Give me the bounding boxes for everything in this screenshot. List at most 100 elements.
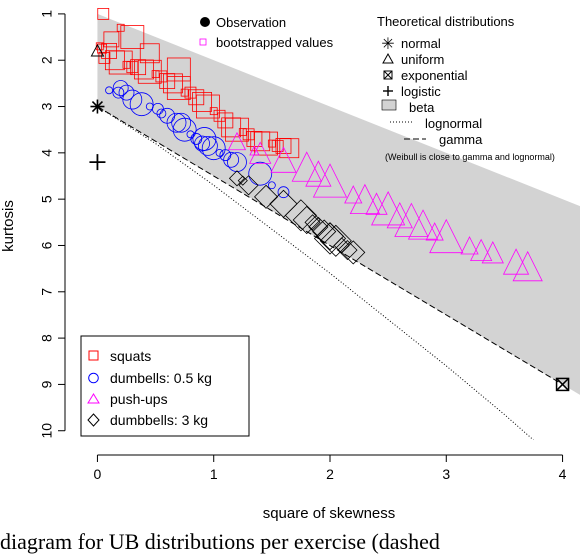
squats-bootstrap-point: [225, 117, 249, 142]
dumbells-0-5-kg-bootstrap-point: [277, 186, 290, 199]
push-ups-bootstrap-point: [291, 151, 322, 182]
x-tick-label: 3: [442, 466, 450, 482]
lognormal-legend-label: lognormal: [425, 116, 482, 131]
dumbbells-3-kg-bootstrap-point: [304, 214, 321, 231]
dumbbells-3-kg-bootstrap-point: [292, 205, 321, 235]
push-ups-bootstrap-point: [270, 146, 297, 173]
push-ups-bootstrap-point: [407, 209, 439, 240]
squats-bootstrap-point: [242, 128, 255, 141]
theory-legend: Observation bootstrapped values Theoreti…: [199, 14, 555, 162]
x-tick-label: 0: [94, 466, 102, 482]
push-ups-bootstrap-point: [460, 236, 479, 255]
squats-bootstrap-point: [155, 70, 168, 83]
exponential-point: [555, 377, 570, 392]
squats-bootstrap-point: [166, 76, 191, 100]
dumbbells-3-kg-bootstrap-point: [284, 199, 317, 232]
y-tick-label: 5: [39, 195, 55, 203]
push-ups-bootstrap-point: [425, 222, 444, 241]
dumbells-0-5-kg-bootstrap-point: [248, 161, 273, 186]
push-ups-bootstrap-point: [344, 185, 363, 204]
dumbells-0-5-kg-bootstrap-point: [201, 136, 226, 161]
observation-legend-marker: [200, 17, 210, 27]
reference-lines-layer: [97, 106, 563, 440]
dumbells-legend-label: dumbells: 0.5 kg: [110, 370, 212, 386]
squats-legend-label: squats: [110, 348, 151, 364]
dumbbells-3-kg-bootstrap-point: [308, 216, 329, 238]
y-tick-label: 7: [39, 288, 55, 296]
push-ups-bootstrap-point: [429, 218, 464, 254]
squats-legend-marker: [88, 350, 99, 361]
dumbells-0-5-kg-bootstrap-point: [267, 181, 276, 190]
gamma-line: [97, 106, 563, 385]
push-ups-observation-point: [249, 145, 260, 156]
dumbells-0-5-kg-bootstrap-point: [172, 117, 197, 142]
squats-bootstrap-point: [166, 57, 191, 82]
dumbbells-3-kg-bootstrap-point: [319, 224, 352, 257]
y-tick-label: 1: [39, 10, 55, 18]
gamma-legend-label: gamma: [439, 132, 483, 147]
beta-region: [97, 13, 580, 395]
y-tick-label: 4: [39, 149, 55, 157]
bootstrap-legend-label: bootstrapped values: [216, 35, 334, 50]
squats-bootstrap-point: [163, 73, 183, 94]
push-ups-bootstrap-point: [470, 238, 493, 262]
dumbbells-3-kg-bootstrap-point: [253, 184, 279, 209]
bootstrap-points-layer: [95, 7, 543, 282]
exponential-legend-marker: [383, 70, 393, 80]
dumbells-0-5-kg-bootstrap-point: [166, 112, 187, 133]
beta-legend-label: beta: [409, 100, 435, 115]
y-tick-label: 9: [39, 380, 55, 388]
dumbells-0-5-kg-bootstrap-point: [112, 86, 125, 99]
dumbells-0-5-kg-bootstrap-point: [194, 135, 210, 152]
logistic-legend-label: logistic: [401, 84, 441, 99]
series-legend: squats dumbells: 0.5 kg push-ups dumbbel…: [80, 335, 250, 437]
dumbbells-3-kg-bootstrap-point: [333, 237, 350, 254]
dumbbells-3-kg-bootstrap-point: [337, 240, 358, 261]
dumbells-0-5-kg-bootstrap-point: [198, 135, 218, 156]
dumbbells3-legend-marker: [87, 413, 100, 427]
y-tick-label: 10: [39, 423, 55, 439]
logistic-point: [89, 154, 106, 171]
squats-bootstrap-point: [103, 31, 120, 48]
push-ups-bootstrap-point: [370, 191, 406, 226]
beta-legend-marker: [381, 99, 397, 111]
dumbells-0-5-kg-bootstrap-point: [118, 84, 135, 101]
push-ups-bootstrap-point: [312, 163, 348, 198]
uniform-legend-marker: [382, 52, 394, 64]
normal-point: [90, 99, 105, 114]
theoretical-points-layer: [89, 43, 570, 392]
dumbbells-3-kg-bootstrap-point: [228, 170, 246, 187]
x-axis-label: square of skewness: [263, 505, 396, 522]
x-tick-label: 2: [326, 466, 334, 482]
dumbells-0-5-kg-bootstrap-point: [122, 89, 143, 110]
pushups-legend-marker: [87, 393, 100, 404]
dumbells-0-5-kg-observation-point: [156, 108, 167, 119]
dumbbells-3-kg-bootstrap-point: [341, 240, 366, 265]
logistic-legend-marker: [383, 86, 393, 96]
squats-bootstrap-point: [108, 50, 133, 75]
push-ups-bootstrap-point: [349, 183, 381, 215]
dumbbells-3-kg-observation-point: [237, 175, 248, 186]
exponential-point-stroke: [556, 377, 570, 391]
y-axis-label: kurtosis: [0, 200, 17, 252]
push-ups-bootstrap-point: [305, 160, 332, 187]
squats-bootstrap-point: [137, 59, 162, 84]
squats-bootstrap-point: [120, 25, 145, 49]
squats-bootstrap-point: [126, 61, 139, 74]
push-ups-bootstrap-point: [227, 131, 247, 151]
squats-bootstrap-point: [254, 131, 278, 156]
dumbells-0-5-kg-bootstrap-point: [112, 80, 129, 96]
pushups-legend-label: push-ups: [110, 391, 168, 407]
dumbbells-3-kg-bootstrap-point: [312, 219, 337, 244]
push-ups-bootstrap-point: [386, 201, 413, 229]
normal-legend-marker: ✳: [381, 36, 394, 53]
push-ups-bootstrap-point: [249, 141, 272, 164]
squats-bootstrap-point: [116, 23, 125, 32]
squats-bootstrap-point: [271, 139, 284, 152]
series-legend-box: [80, 335, 250, 437]
dumbells-0-5-kg-bootstrap-point: [223, 151, 240, 168]
dumbells-0-5-kg-bootstrap-point: [192, 127, 217, 151]
dumbbells-3-kg-bootstrap-point: [238, 175, 259, 196]
